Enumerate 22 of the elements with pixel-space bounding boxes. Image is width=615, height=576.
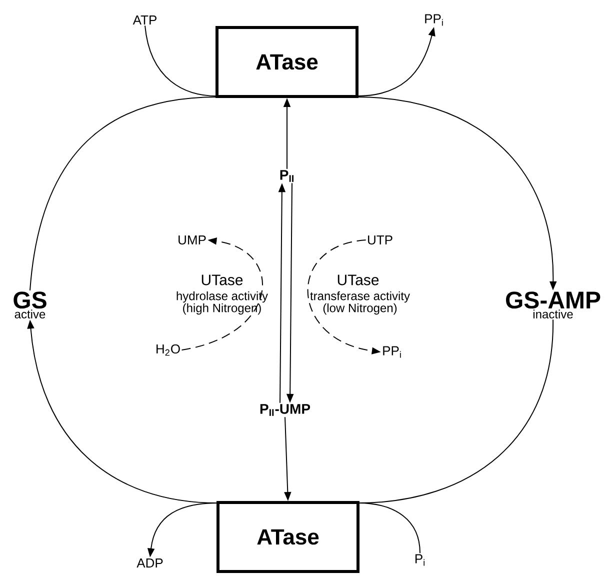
arrow [144, 25, 436, 96]
enzyme-label: UTase [338, 274, 379, 286]
protein-label: GS active [14, 292, 46, 318]
activity-label: hydrolase activity (high Nitrogen) [176, 291, 268, 315]
metabolite-label: PP$_{i}$ [383, 346, 401, 358]
protein-label: P$_{II}$ [280, 170, 294, 182]
activity-label: transferase activity (low Nitrogen) [310, 291, 410, 315]
enzyme-box: ATase [216, 26, 358, 98]
metabolite-label: PP$_{i}$ [425, 14, 443, 26]
enzyme-label: UTase [202, 274, 243, 286]
metabolite-label: ATP [132, 16, 156, 24]
arrow [181, 238, 263, 350]
arrow [30, 96, 557, 291]
metabolite-label: UMP [178, 235, 206, 245]
metabolite-label: ADP [136, 558, 163, 568]
metabolite-label: H$_{2}$O [156, 344, 180, 356]
metabolite-label: UTP [368, 235, 392, 245]
metabolite-label: P$_{i}$ [415, 554, 424, 566]
protein-label: P$_{II}$-UMP [260, 404, 310, 416]
protein-label: GS-AMP inactive [506, 292, 600, 318]
enzyme-box: ATase [216, 501, 360, 573]
arrow [27, 319, 554, 504]
